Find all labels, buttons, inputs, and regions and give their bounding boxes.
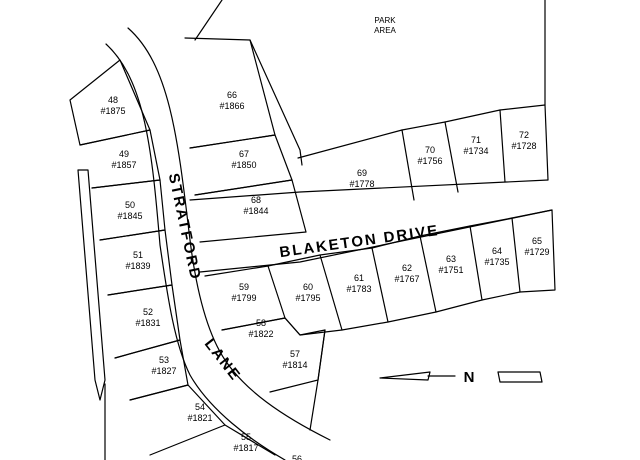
lot-number: 49 — [119, 149, 129, 159]
lot-address-id: #1827 — [151, 366, 176, 376]
blaketon-drive-label: BLAKETON DRIVE — [278, 222, 440, 261]
lot-number: 64 — [492, 246, 502, 256]
lot-address-id: #1857 — [111, 160, 136, 170]
lot-55: 55#1817 — [233, 432, 258, 453]
lot-56: 56 — [292, 454, 302, 460]
lot-number: 48 — [108, 95, 118, 105]
lot-68: 68#1844 — [243, 195, 268, 216]
lot-66: 66#1866 — [219, 90, 244, 111]
lot-number: 58 — [256, 318, 266, 328]
lot-address-id: #1728 — [511, 141, 536, 151]
lot-number: 67 — [239, 149, 249, 159]
lot-address-id: #1866 — [219, 101, 244, 111]
lot-number: 63 — [446, 254, 456, 264]
lot-address-id: #1814 — [282, 360, 307, 370]
lot-63: 63#1751 — [438, 254, 463, 275]
lot-number: 68 — [251, 195, 261, 205]
lot-49: 49#1857 — [111, 149, 136, 170]
lot-number: 51 — [133, 250, 143, 260]
lot-address-id: #1795 — [295, 293, 320, 303]
lot-address-id: #1729 — [524, 247, 549, 257]
lot-number: 55 — [241, 432, 251, 442]
lot-48: 48#1875 — [100, 95, 125, 116]
lot-number: 62 — [402, 263, 412, 273]
lot-number: 61 — [354, 273, 364, 283]
lot-number: 52 — [143, 307, 153, 317]
lot-address-id: #1799 — [231, 293, 256, 303]
lane-label: LANE — [201, 336, 244, 385]
lot-60: 60#1795 — [295, 282, 320, 303]
lot-number: 59 — [239, 282, 249, 292]
lot-address-id: #1751 — [438, 265, 463, 275]
lot-address-id: #1821 — [187, 413, 212, 423]
lot-address-id: #1778 — [349, 179, 374, 189]
north-arrow-icon: N — [379, 369, 543, 386]
lot-72: 72#1728 — [511, 130, 536, 151]
lot-62: 62#1767 — [394, 263, 419, 284]
lot-address-id: #1822 — [248, 329, 273, 339]
lot-number: 53 — [159, 355, 169, 365]
lot-59: 59#1799 — [231, 282, 256, 303]
lot-number: 50 — [125, 200, 135, 210]
lot-61: 61#1783 — [346, 273, 371, 294]
lot-boundaries — [69, 0, 556, 460]
lot-address-id: #1844 — [243, 206, 268, 216]
lot-address-id: #1831 — [135, 318, 160, 328]
park-label-line2: AREA — [374, 26, 396, 35]
stratford-label: STRATFORD — [165, 172, 204, 283]
lot-64: 64#1735 — [484, 246, 509, 267]
lot-67: 67#1850 — [231, 149, 256, 170]
lot-53: 53#1827 — [151, 355, 176, 376]
lot-address-id: #1756 — [417, 156, 442, 166]
lot-58: 58#1822 — [248, 318, 273, 339]
lot-57: 57#1814 — [282, 349, 307, 370]
lot-70: 70#1756 — [417, 145, 442, 166]
lot-address-id: #1839 — [125, 261, 150, 271]
lot-number: 54 — [195, 402, 205, 412]
lot-address-id: #1850 — [231, 160, 256, 170]
north-letter: N — [464, 369, 477, 386]
park-label: PARK AREA — [374, 16, 396, 35]
lot-number: 69 — [357, 168, 367, 178]
lot-address-id: #1817 — [233, 443, 258, 453]
lot-address-id: #1845 — [117, 211, 142, 221]
lot-52: 52#1831 — [135, 307, 160, 328]
lot-number: 65 — [532, 236, 542, 246]
park-label-line1: PARK — [374, 16, 396, 25]
lot-71: 71#1734 — [463, 135, 488, 156]
lot-labels: 48#187549#185750#184551#183952#183153#18… — [100, 90, 549, 460]
lot-number: 72 — [519, 130, 529, 140]
lot-number: 60 — [303, 282, 313, 292]
lot-address-id: #1735 — [484, 257, 509, 267]
lot-69: 69#1778 — [349, 168, 374, 189]
lot-number: 71 — [471, 135, 481, 145]
lot-65: 65#1729 — [524, 236, 549, 257]
lot-number: 56 — [292, 454, 302, 460]
lot-address-id: #1767 — [394, 274, 419, 284]
lot-50: 50#1845 — [117, 200, 142, 221]
lot-address-id: #1783 — [346, 284, 371, 294]
lot-address-id: #1734 — [463, 146, 488, 156]
lot-number: 70 — [425, 145, 435, 155]
lot-54: 54#1821 — [187, 402, 212, 423]
lot-number: 66 — [227, 90, 237, 100]
lot-number: 57 — [290, 349, 300, 359]
lot-51: 51#1839 — [125, 250, 150, 271]
lot-address-id: #1875 — [100, 106, 125, 116]
